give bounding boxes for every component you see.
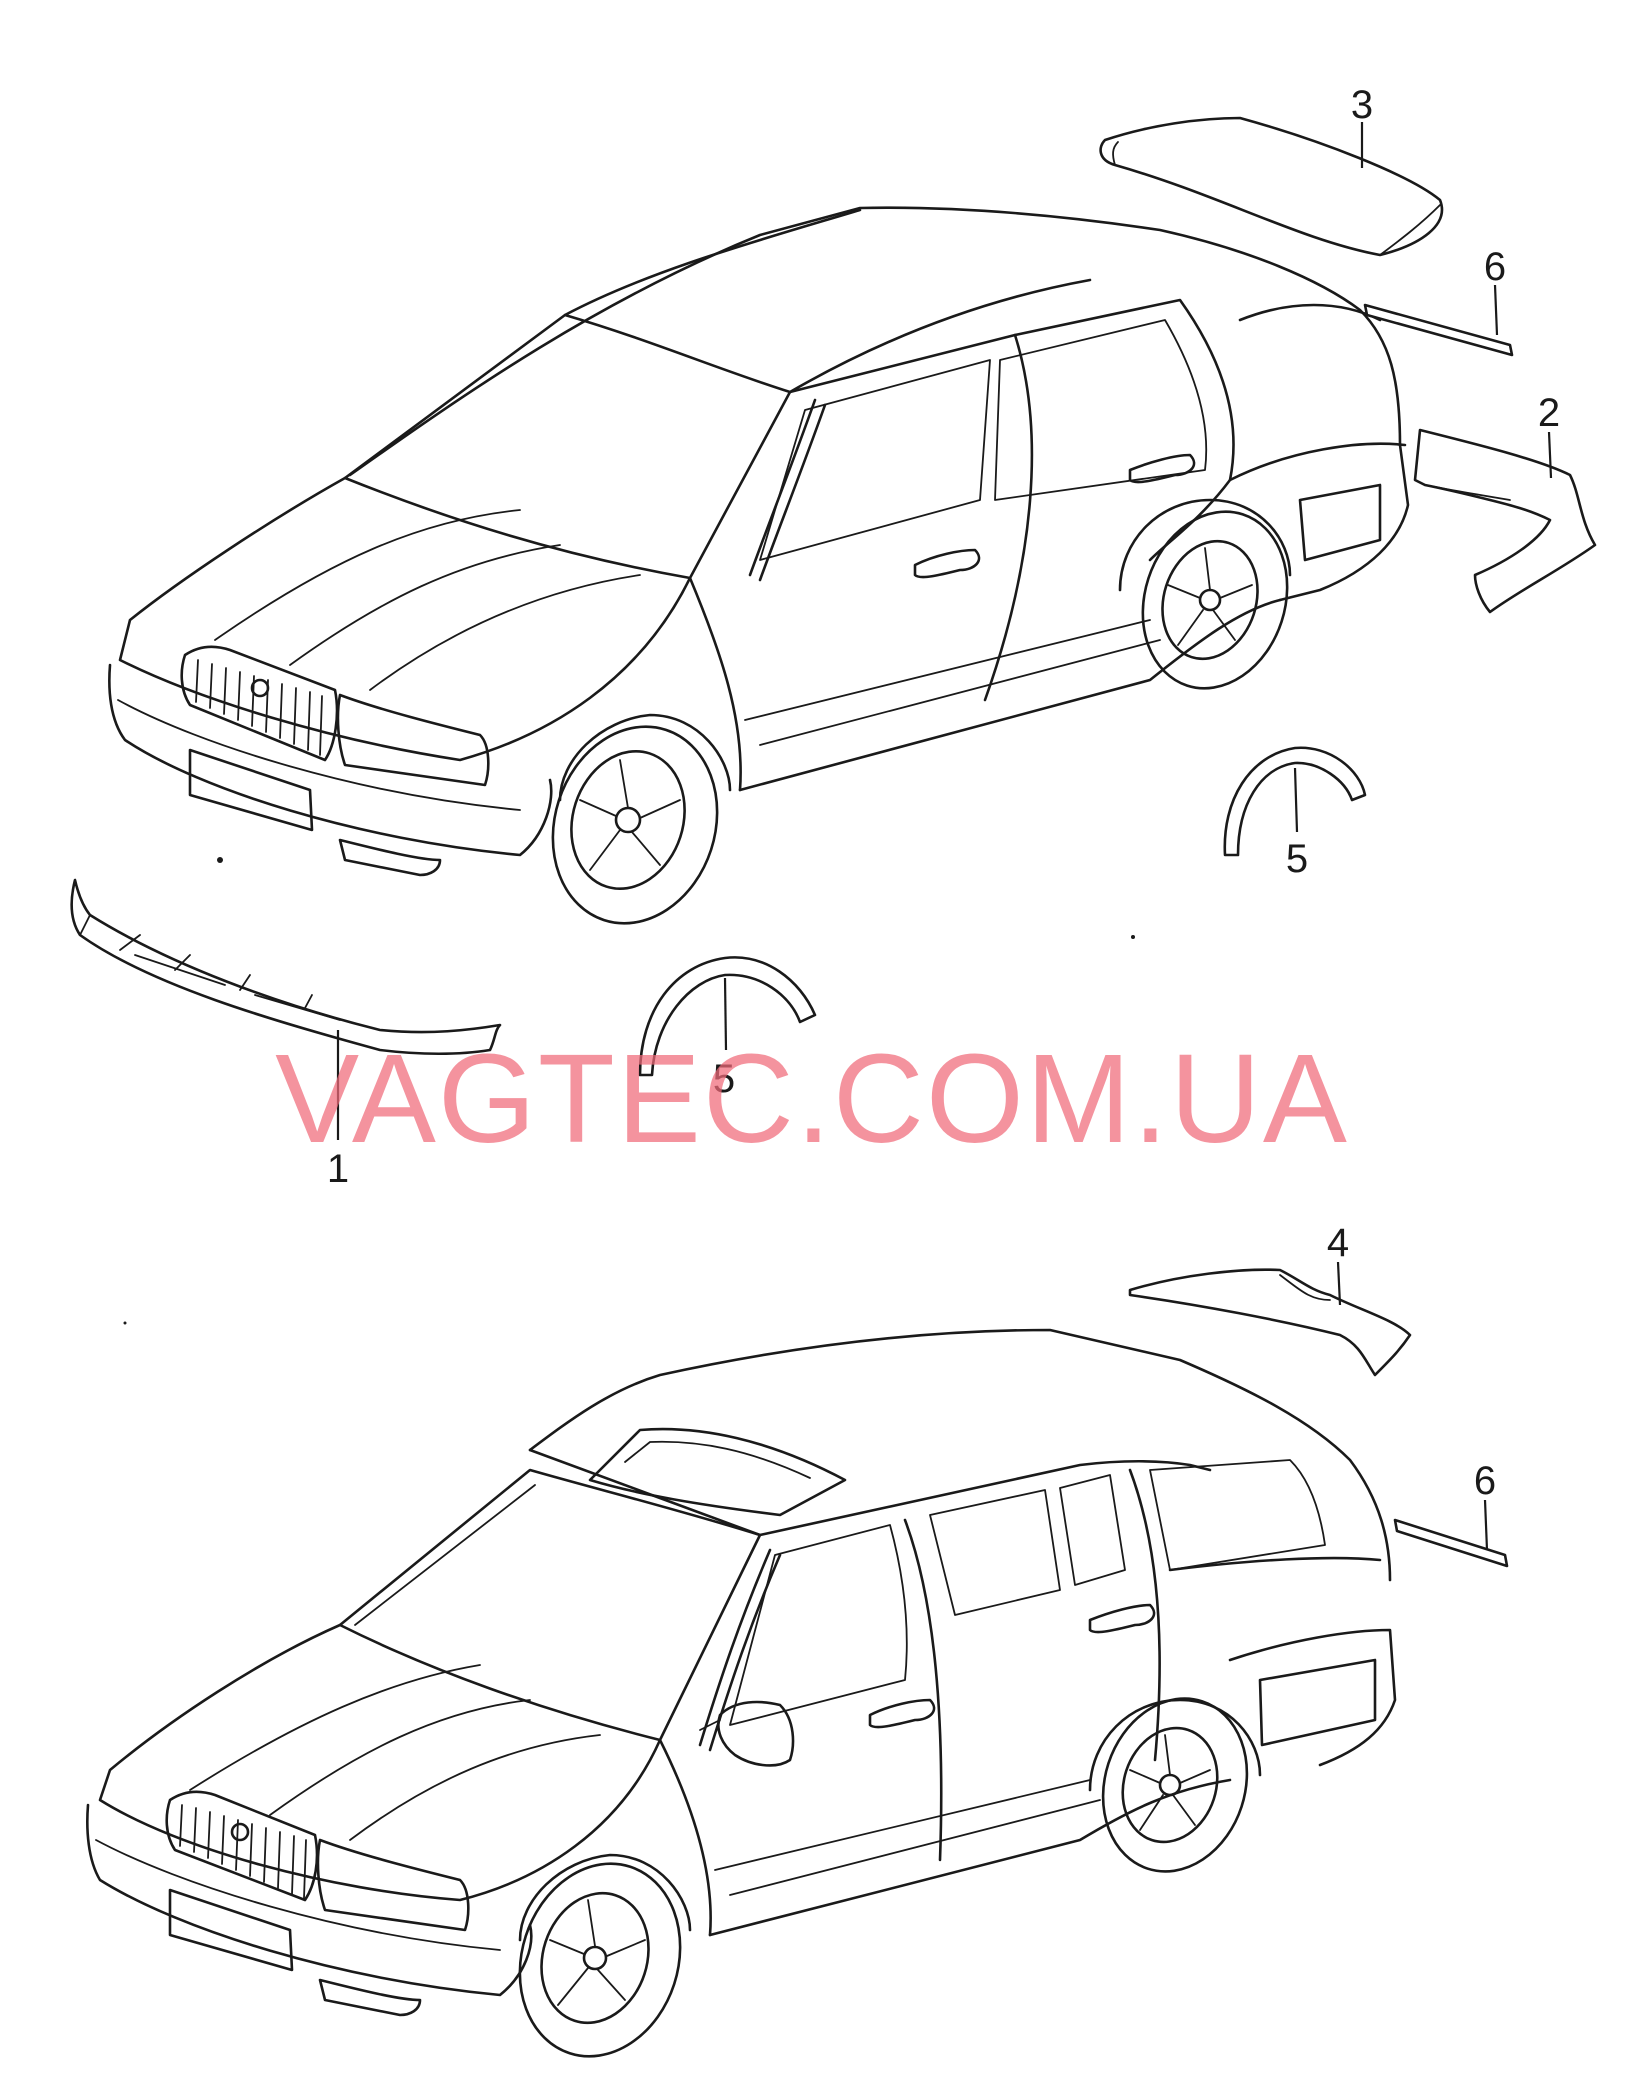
- rear-wheel-estate: [1101, 1697, 1249, 1873]
- part-1-front-spoiler: [70, 878, 502, 1056]
- callout-6-lower: 6: [1474, 1459, 1496, 1503]
- scan-dot: [1131, 935, 1135, 939]
- part-2-rear-apron: [1413, 428, 1597, 614]
- rear-wheel-sedan: [1141, 510, 1289, 690]
- part-6-strip-lower: [1393, 1518, 1509, 1568]
- callout-4: 4: [1327, 1221, 1349, 1265]
- part-5-wheel-arch-lower: [638, 956, 817, 1077]
- watermark: VAGTEC.COM.UA: [275, 1028, 1349, 1169]
- leader-lines: [336, 122, 1553, 1551]
- callout-6-upper: 6: [1484, 245, 1506, 289]
- estate-illustration: [86, 1328, 1397, 2058]
- front-wheel-estate: [518, 1862, 682, 2058]
- part-5-wheel-arch-upper: [1223, 746, 1367, 857]
- callout-5-upper: 5: [1286, 837, 1308, 881]
- callout-1: 1: [327, 1147, 349, 1191]
- callout-3: 3: [1351, 83, 1373, 127]
- scan-dot: [123, 1321, 127, 1325]
- part-4-roof-spoiler: [1128, 1268, 1412, 1377]
- scan-dot: [217, 857, 223, 863]
- sedan-illustration: [108, 206, 1410, 925]
- part-3-rear-spoiler: [1099, 116, 1444, 257]
- part-6-strip-upper: [1363, 303, 1514, 357]
- callout-2: 2: [1538, 391, 1560, 435]
- front-wheel-sedan: [551, 725, 719, 925]
- callout-5-lower: 5: [713, 1057, 735, 1101]
